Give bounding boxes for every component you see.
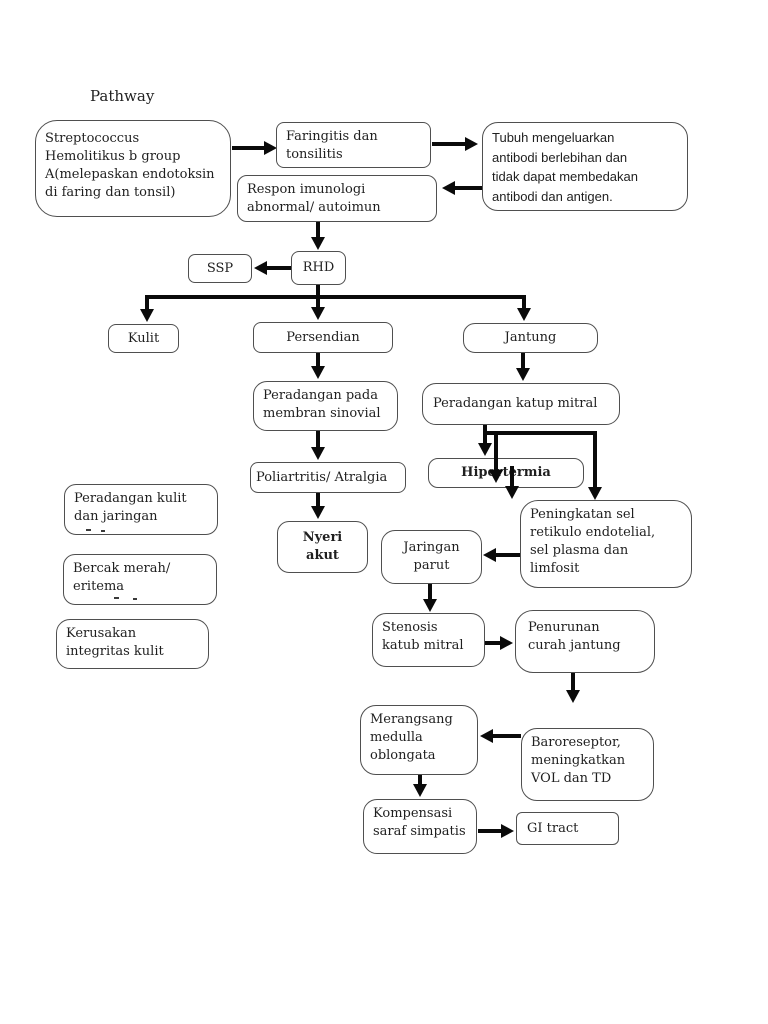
arrowhead-left: [483, 548, 496, 562]
node-stenosis: Stenosis katub mitral: [372, 613, 485, 667]
node-poliartritis: Poliartritis/ Atralgia: [250, 462, 406, 493]
node-ssp: SSP: [188, 254, 252, 283]
arrow-line: [478, 829, 501, 833]
node-merangsang-medulla: Merangsang medulla oblongata: [360, 705, 478, 775]
node-baroreseptor: Baroreseptor, meningkatkan VOL dan TD: [521, 728, 654, 801]
arrow-line: [593, 435, 597, 487]
arrow-line: [493, 734, 521, 738]
node-nyeri-akut: Nyeri akut: [277, 521, 368, 573]
arrowhead-down: [311, 366, 325, 379]
arrow-line: [316, 353, 320, 366]
clipped-text-remnant: [101, 530, 105, 532]
arrow-line: [316, 299, 320, 307]
node-rhd: RHD: [291, 251, 346, 285]
arrow-line: [267, 266, 291, 270]
node-peningkatan-sel: Peningkatan sel retikulo endotelial, sel…: [520, 500, 692, 588]
arrow-line: [316, 222, 320, 237]
arrow-line: [316, 431, 320, 447]
arrow-line: [571, 673, 575, 690]
node-peradangan-membran: Peradangan pada membran sinovial: [253, 381, 398, 431]
node-respon-imunologi: Respon imunologi abnormal/ autoimun: [237, 175, 437, 222]
node-streptococcus: Streptococcus Hemolitikus b group A(mele…: [35, 120, 231, 217]
arrow-line: [494, 435, 498, 470]
arrowhead-down: [423, 599, 437, 612]
node-tubuh-antibodi: Tubuh mengeluarkan antibodi berlebihan d…: [482, 122, 688, 211]
arrow-line: [455, 186, 482, 190]
arrow-line: [232, 146, 264, 150]
arrowhead-down: [413, 784, 427, 797]
arrow-line: [483, 424, 487, 431]
arrowhead-left: [254, 261, 267, 275]
clipped-text-remnant: [133, 598, 137, 600]
arrowhead-down: [311, 506, 325, 519]
node-faringitis: Faringitis dan tonsilitis: [276, 122, 431, 168]
arrow-line: [483, 431, 597, 435]
node-peradangan-kulit: Peradangan kulit dan jaringan: [64, 484, 218, 535]
arrow-line: [496, 553, 520, 557]
node-jaringan-parut: Jaringan parut: [381, 530, 482, 584]
arrow-line: [510, 466, 514, 486]
arrowhead-down: [478, 443, 492, 456]
arrowhead-down: [588, 487, 602, 500]
node-penurunan-curah: Penurunan curah jantung: [515, 610, 655, 673]
node-gi-tract: GI tract: [516, 812, 619, 845]
node-kulit: Kulit: [108, 324, 179, 353]
node-kerusakan-integritas: Kerusakan integritas kulit: [56, 619, 209, 669]
arrowhead-down: [489, 470, 503, 483]
node-kompensasi: Kompensasi saraf simpatis: [363, 799, 477, 854]
arrow-line: [316, 493, 320, 506]
arrow-line: [418, 775, 422, 784]
arrowhead-left: [442, 181, 455, 195]
node-bercak-merah: Bercak merah/ eritema: [63, 554, 217, 605]
arrowhead-down: [566, 690, 580, 703]
arrowhead-down: [311, 307, 325, 320]
arrow-line: [428, 584, 432, 599]
arrowhead-down: [311, 447, 325, 460]
clipped-text-remnant: [86, 529, 91, 531]
node-hipertermia: Hipertermia: [428, 458, 584, 488]
arrowhead-down: [516, 368, 530, 381]
arrowhead-down: [140, 309, 154, 322]
clipped-text-remnant: [114, 597, 119, 599]
arrowhead-down: [311, 237, 325, 250]
arrowhead-down: [517, 308, 531, 321]
arrowhead-down: [505, 486, 519, 499]
arrowhead-right: [501, 824, 514, 838]
page-title: Pathway: [90, 87, 155, 105]
arrow-line: [521, 353, 525, 368]
arrow-line: [485, 641, 500, 645]
arrowhead-left: [480, 729, 493, 743]
node-peradangan-katup: Peradangan katup mitral: [422, 383, 620, 425]
arrow-line: [522, 299, 526, 308]
node-persendian: Persendian: [253, 322, 393, 353]
arrow-line: [145, 299, 149, 309]
arrow-line: [316, 285, 320, 295]
arrowhead-right: [465, 137, 478, 151]
arrow-line: [432, 142, 465, 146]
arrowhead-right: [500, 636, 513, 650]
arrowhead-right: [264, 141, 277, 155]
arrow-line: [145, 295, 526, 299]
node-jantung: Jantung: [463, 323, 598, 353]
arrow-line: [483, 435, 487, 443]
